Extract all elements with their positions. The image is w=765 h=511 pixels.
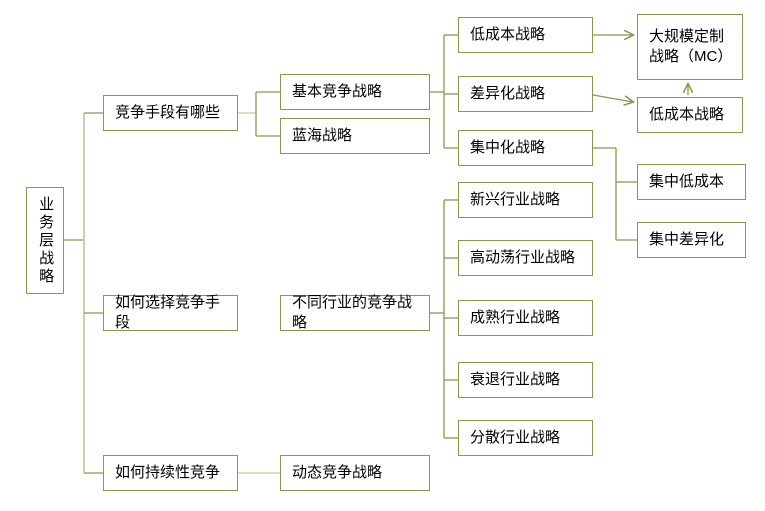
node-emerging-industry-strategy: 新兴行业战略 <box>458 182 593 218</box>
node-label: 成熟行业战略 <box>470 308 561 326</box>
node-label: 低成本战略 <box>649 105 725 123</box>
node-differentiation-strategy: 差异化战略 <box>458 76 593 112</box>
node-turbulent-industry-strategy: 高动荡行业战略 <box>458 240 593 276</box>
node-label: 集中化战略 <box>470 138 546 156</box>
node-mass-customization-strategy: 大规模定制战略（MC） <box>637 14 743 80</box>
node-label: 集中差异化 <box>649 230 725 248</box>
node-basic-competitive-strategy: 基本竞争战略 <box>280 74 430 110</box>
node-label: 低成本战略 <box>470 25 546 43</box>
node-label: 竞争手段有哪些 <box>115 103 221 121</box>
node-declining-industry-strategy: 衰退行业战略 <box>458 362 593 398</box>
node-label: 差异化战略 <box>470 84 546 102</box>
node-mature-industry-strategy: 成熟行业战略 <box>458 300 593 336</box>
node-low-cost-strategy-result: 低成本战略 <box>637 97 743 133</box>
node-label: 如何持续性竞争 <box>115 463 221 481</box>
node-sustain-competition: 如何持续性竞争 <box>103 455 238 491</box>
node-blue-ocean-strategy: 蓝海战略 <box>280 118 430 154</box>
node-label: 大规模定制战略（MC） <box>649 27 733 65</box>
node-industry-competitive-strategies: 不同行业的竞争战略 <box>280 293 430 331</box>
node-label: 高动荡行业战略 <box>470 248 576 266</box>
node-fragmented-industry-strategy: 分散行业战略 <box>458 420 593 456</box>
node-dynamic-competitive-strategy: 动态竞争战略 <box>280 455 430 491</box>
node-focused-low-cost: 集中低成本 <box>637 164 746 200</box>
node-focused-differentiation: 集中差异化 <box>637 222 746 258</box>
node-label: 集中低成本 <box>649 172 725 190</box>
node-label: 新兴行业战略 <box>470 190 561 208</box>
node-low-cost-strategy: 低成本战略 <box>458 17 593 53</box>
node-label: 业务层战略 <box>37 195 55 286</box>
node-choose-competition-means: 如何选择竞争手段 <box>103 293 238 331</box>
node-label: 如何选择竞争手段 <box>115 293 221 331</box>
node-label: 基本竞争战略 <box>292 82 383 100</box>
node-label: 蓝海战略 <box>292 126 353 144</box>
node-label: 动态竞争战略 <box>292 463 383 481</box>
node-label: 衰退行业战略 <box>470 370 561 388</box>
node-label: 不同行业的竞争战略 <box>292 293 413 331</box>
node-business-level-strategy: 业务层战略 <box>26 187 64 294</box>
node-competition-means: 竞争手段有哪些 <box>103 95 238 131</box>
node-focus-strategy: 集中化战略 <box>458 130 593 166</box>
node-label: 分散行业战略 <box>470 428 561 446</box>
